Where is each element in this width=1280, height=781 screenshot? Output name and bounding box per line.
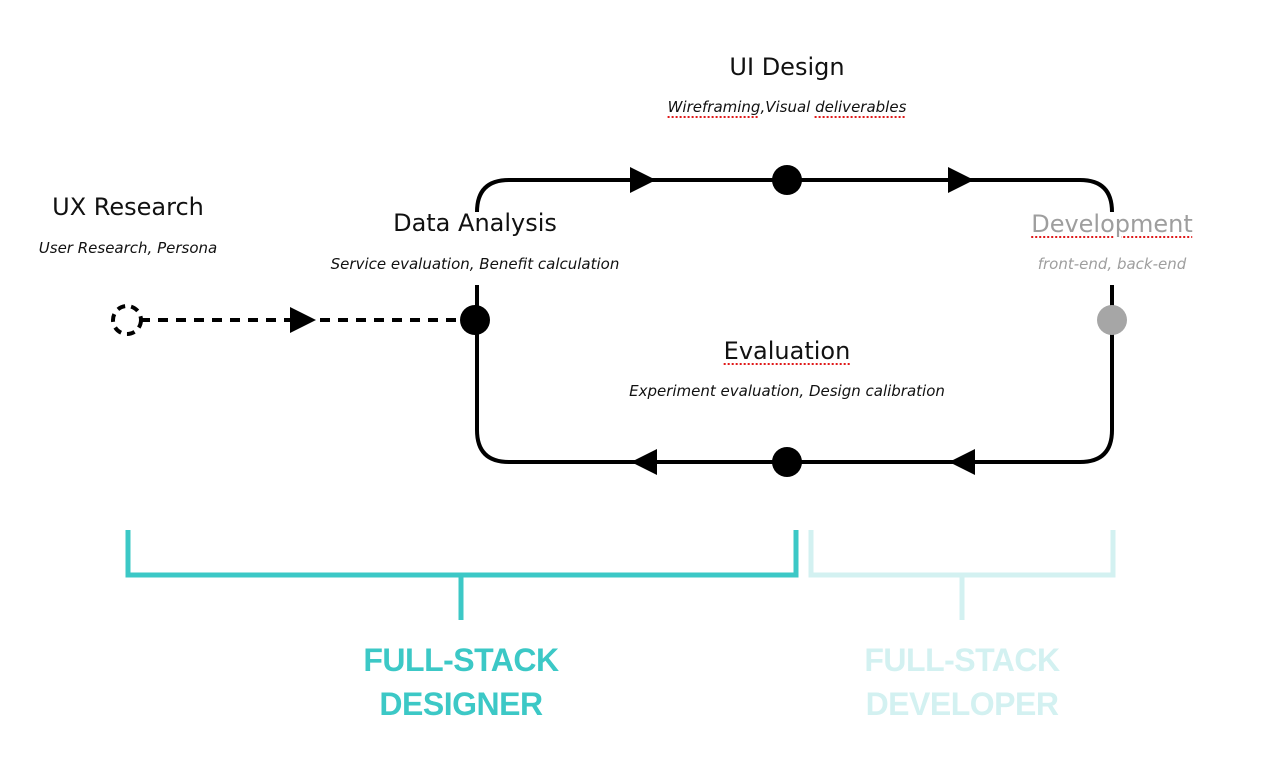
evaluation-node[interactable] bbox=[772, 447, 802, 477]
development-subtitle: front-end, back-end bbox=[1037, 255, 1187, 273]
development-title: Development bbox=[1031, 210, 1193, 238]
arrow-left-icon bbox=[949, 449, 975, 475]
data-analysis-subtitle: Service evaluation, Benefit calculation bbox=[330, 255, 620, 273]
full-stack-developer-label: FULL-STACK DEVELOPER bbox=[864, 642, 1060, 722]
ui-design-title: UI Design bbox=[729, 53, 845, 81]
subtitle-part: Wireframing bbox=[667, 98, 761, 116]
evaluation-subtitle: Experiment evaluation, Design calibratio… bbox=[629, 382, 945, 400]
ux-research-title: UX Research bbox=[52, 193, 204, 221]
arrow-right-icon bbox=[290, 307, 316, 333]
designer-bracket bbox=[125, 530, 799, 620]
data-analysis-title: Data Analysis bbox=[393, 209, 557, 237]
ux-research-node[interactable] bbox=[111, 304, 143, 336]
subtitle-part: deliverables bbox=[815, 98, 907, 116]
loop-left-edge bbox=[475, 285, 1114, 464]
ui-design-node[interactable] bbox=[772, 165, 802, 195]
full-stack-designer-label: FULL-STACK DESIGNER bbox=[363, 642, 559, 722]
ux-research-subtitle: User Research, Persona bbox=[38, 239, 218, 257]
developer-bracket bbox=[808, 530, 1116, 620]
subtitle-part: ,Visual bbox=[760, 98, 816, 116]
evaluation-title: Evaluation bbox=[723, 337, 851, 365]
development-node[interactable] bbox=[1097, 305, 1127, 335]
arrow-right-icon bbox=[630, 167, 656, 193]
arrow-right-icon bbox=[948, 167, 974, 193]
arrow-left-icon bbox=[631, 449, 657, 475]
ui-design-subtitle: Wireframing,Visual deliverables bbox=[668, 98, 907, 116]
data-analysis-node[interactable] bbox=[460, 305, 490, 335]
